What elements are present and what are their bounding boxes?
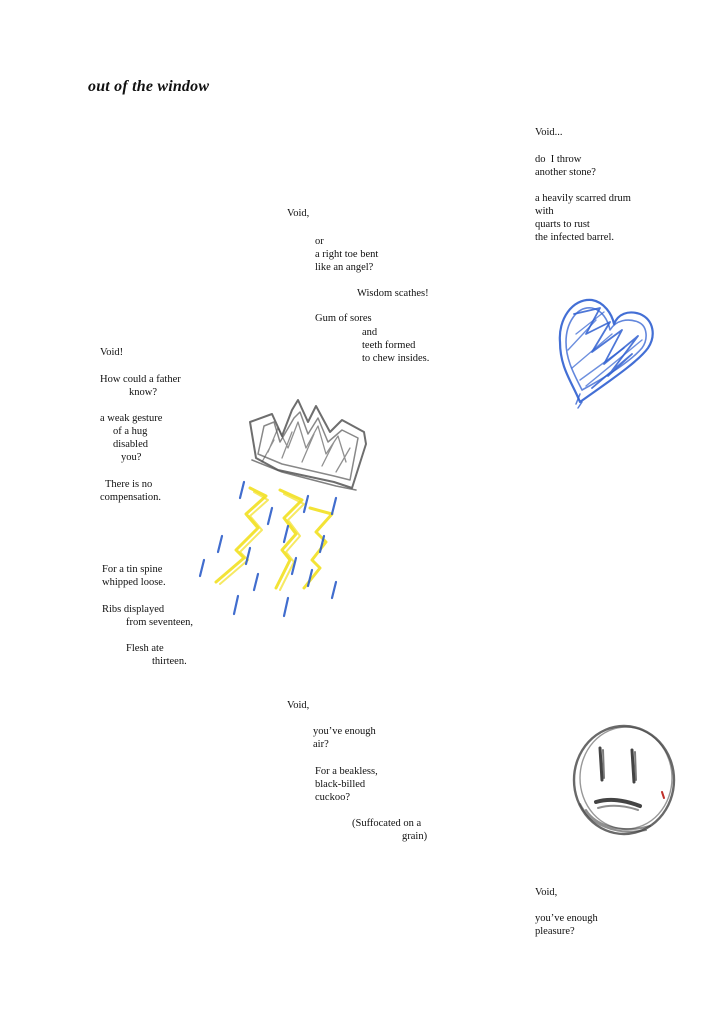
poem-line: Void, (287, 208, 310, 219)
face-drawing (572, 724, 676, 836)
rain-drawing (198, 480, 338, 618)
poem-line: compensation. (100, 492, 161, 503)
poem-line: like an angel? (315, 262, 374, 273)
heart-drawing (558, 298, 654, 409)
face-strokes (572, 724, 676, 836)
poem-line: a heavily scarred drum (535, 193, 631, 204)
poem-line: grain) (402, 831, 428, 842)
poem-line: the infected barrel. (535, 232, 614, 243)
poem-line: Wisdom scathes! (357, 288, 429, 299)
poem-line: black-billed (315, 779, 366, 790)
poem-line: cuckoo? (315, 792, 350, 803)
poem-line: Void... (535, 127, 563, 138)
poem-line: Void! (100, 347, 124, 358)
poem-line: you? (121, 452, 142, 463)
poem-line: you’ve enough (313, 726, 376, 737)
poem-line: Gum of sores (315, 313, 372, 324)
poem-line: There is no (105, 479, 153, 490)
poem-line: you’ve enough (535, 913, 598, 924)
cloud-drawing (249, 399, 367, 491)
poem-line: pleasure? (535, 926, 575, 937)
rain-drops (198, 480, 338, 618)
poem-line: from seventeen, (126, 617, 194, 628)
poem-line: Flesh ate (126, 643, 164, 654)
poem-title: out of the window (88, 78, 210, 95)
poem-line: know? (129, 387, 157, 398)
poem-line: disabled (113, 439, 148, 450)
heart-strokes (558, 298, 654, 409)
poem-line: a right toe bent (315, 249, 379, 260)
poem-line: of a hug (113, 426, 148, 437)
poem-line: Ribs displayed (102, 604, 165, 615)
poem-line: do I throw (535, 154, 582, 165)
poem-line: or (315, 236, 324, 247)
poem-line: with (535, 206, 554, 217)
cloud-strokes (249, 399, 367, 491)
poem-line: For a tin spine (102, 564, 163, 575)
poem-line: How could a father (100, 374, 181, 385)
poem-line: Void, (287, 700, 310, 711)
poem-line: quarts to rust (535, 219, 590, 230)
poem-line: Void, (535, 887, 558, 898)
poem-line: air? (313, 739, 329, 750)
poem-line: teeth formed (362, 340, 416, 351)
poem-line: to chew insides. (362, 353, 430, 364)
poem-line: For a beakless, (315, 766, 378, 777)
poem-line: another stone? (535, 167, 596, 178)
poem-line: thirteen. (152, 656, 187, 667)
poem-line: and (362, 327, 378, 338)
poem-line: (Suffocated on a (352, 818, 422, 829)
poem-line: a weak gesture (100, 413, 163, 424)
poem-line: whipped loose. (102, 577, 166, 588)
